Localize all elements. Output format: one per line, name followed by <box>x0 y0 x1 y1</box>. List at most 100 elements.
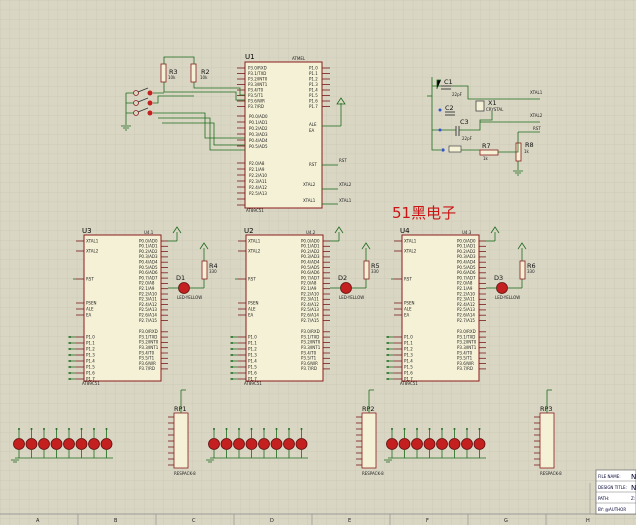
pin-label: XTAL1 <box>86 238 99 243</box>
pin-label: P0.7/AD7 <box>139 275 158 280</box>
pin-label: P0.5/AD5 <box>249 144 268 149</box>
pin-label: P1.0 <box>309 65 318 70</box>
led-indicator <box>50 438 63 450</box>
chip-u1[interactable]: U1 ATMEL AT89C51 P3.0/RXDP3.1/TXDP3.2/IN… <box>237 53 330 213</box>
pin-label: ALE <box>86 306 94 311</box>
column-label: A <box>36 518 40 524</box>
led-bar-row[interactable] <box>384 428 486 463</box>
pin-label: XTAL2 <box>303 182 316 187</box>
title-row-value: N <box>631 473 636 481</box>
pin-label: P0.2/AD2 <box>139 249 158 254</box>
pin-label: P2.2/A10 <box>457 291 475 296</box>
pin-label: XTAL1 <box>248 238 261 243</box>
pin-label: P3.6/WR <box>301 361 318 366</box>
pin-label: P3.5/T1 <box>248 93 264 98</box>
pin-label: P1.4 <box>86 358 95 363</box>
pin-label: P2.3/A11 <box>457 297 475 302</box>
pin-label: P0.1/AD1 <box>249 120 268 125</box>
cap-c3[interactable]: C3 22pF <box>455 118 473 141</box>
title-block: FILE NAME: DESIGN TITLE: PATH: BY: @AUTH… <box>595 469 636 515</box>
resistor-value: 1k <box>483 156 489 161</box>
led-bar-row[interactable] <box>11 428 113 463</box>
pin-label: P0.5/AD5 <box>457 265 476 270</box>
led-indicator <box>13 438 25 450</box>
led-indicator <box>38 438 50 450</box>
pin-label: P1.0 <box>248 334 257 339</box>
pin-label: P0.4/AD4 <box>139 260 158 265</box>
chip-ref: U2 <box>244 227 254 235</box>
column-label: E <box>348 518 351 524</box>
led-indicator <box>100 438 113 450</box>
pin-label: P1.7 <box>404 376 413 381</box>
pin-label: P0.7/AD7 <box>301 275 320 280</box>
resistor-ref: R4 <box>209 262 218 270</box>
pin-label: P3.1/TXD <box>301 334 319 339</box>
column-label: C <box>192 518 196 524</box>
reset-button[interactable] <box>441 145 462 153</box>
pin-label: P2.0/A8 <box>301 281 317 286</box>
pin-label: P3.2/INT0 <box>248 76 268 81</box>
pin-label: RST <box>86 276 94 281</box>
pin-label: P1.0 <box>86 334 95 339</box>
pin-label: P0.5/AD5 <box>139 265 158 270</box>
cap-c2[interactable]: C2 <box>445 104 455 116</box>
resistor-r7[interactable]: R7 1k <box>479 142 499 161</box>
pin-label: P3.0/RXD <box>457 329 476 334</box>
pin-label: P1.2 <box>248 346 257 351</box>
pin-label: P3.4/T0 <box>139 350 155 355</box>
crystal-x1[interactable]: X1 CRYSTAL <box>475 99 504 112</box>
led-bar-row[interactable] <box>206 428 308 463</box>
led-ref: D2 <box>338 274 347 282</box>
pin-label: P1.4 <box>404 358 413 363</box>
pin-label: P2.3/A11 <box>249 179 267 184</box>
chip-part: U4.2 <box>306 230 316 235</box>
pin-label: P0.2/AD2 <box>301 249 320 254</box>
pin-label: PSEN <box>404 300 414 305</box>
pin-label: P1.7 <box>248 376 257 381</box>
pin-label: P1.6 <box>404 370 413 375</box>
led-indicator <box>75 438 88 450</box>
pin-label: P2.7/A15 <box>139 318 157 323</box>
title-row-label: FILE NAME: <box>598 474 621 479</box>
pin-label: XTAL2 <box>404 248 417 253</box>
pin-label: P3.3/INT1 <box>248 82 268 87</box>
pin-label: P1.3 <box>248 352 257 357</box>
led-indicator <box>233 438 245 450</box>
cap-ref: C3 <box>460 118 469 126</box>
pin-label: P3.2/INT0 <box>301 340 321 345</box>
pullup-r2[interactable]: R2 10k <box>190 63 210 83</box>
switch-array[interactable] <box>133 87 153 116</box>
pin-label: P0.7/AD7 <box>457 275 476 280</box>
crystal-ref: X1 <box>488 99 497 107</box>
pin-label: P2.5/A13 <box>249 191 267 196</box>
pin-label: P3.7/RD <box>457 366 473 371</box>
pin-label: P3.1/TXD <box>248 71 266 76</box>
led-ref: D3 <box>494 274 503 282</box>
pin-label: RST <box>248 276 256 281</box>
led-type: LED-YELLOW <box>339 295 364 300</box>
pin-label: P3.0/RXD <box>248 65 267 70</box>
pullup-r3[interactable]: R3 10k <box>160 63 178 83</box>
chip-ref: U1 <box>245 53 255 61</box>
cap-c1[interactable]: C1 22pF <box>441 78 463 97</box>
pin-label: P0.4/AD4 <box>457 260 476 265</box>
pin-label: P2.6/A14 <box>457 313 475 318</box>
pin-label: P0.3/AD3 <box>301 254 320 259</box>
resistor-ref: R8 <box>525 141 534 149</box>
pin-label: P2.3/A11 <box>139 297 157 302</box>
pin-label: P3.4/T0 <box>457 350 473 355</box>
pin-label: P2.1/A9 <box>249 167 265 172</box>
pin-label: XTAL1 <box>404 238 417 243</box>
chip-ref: U4 <box>400 227 410 235</box>
pin-label: PSEN <box>248 300 258 305</box>
